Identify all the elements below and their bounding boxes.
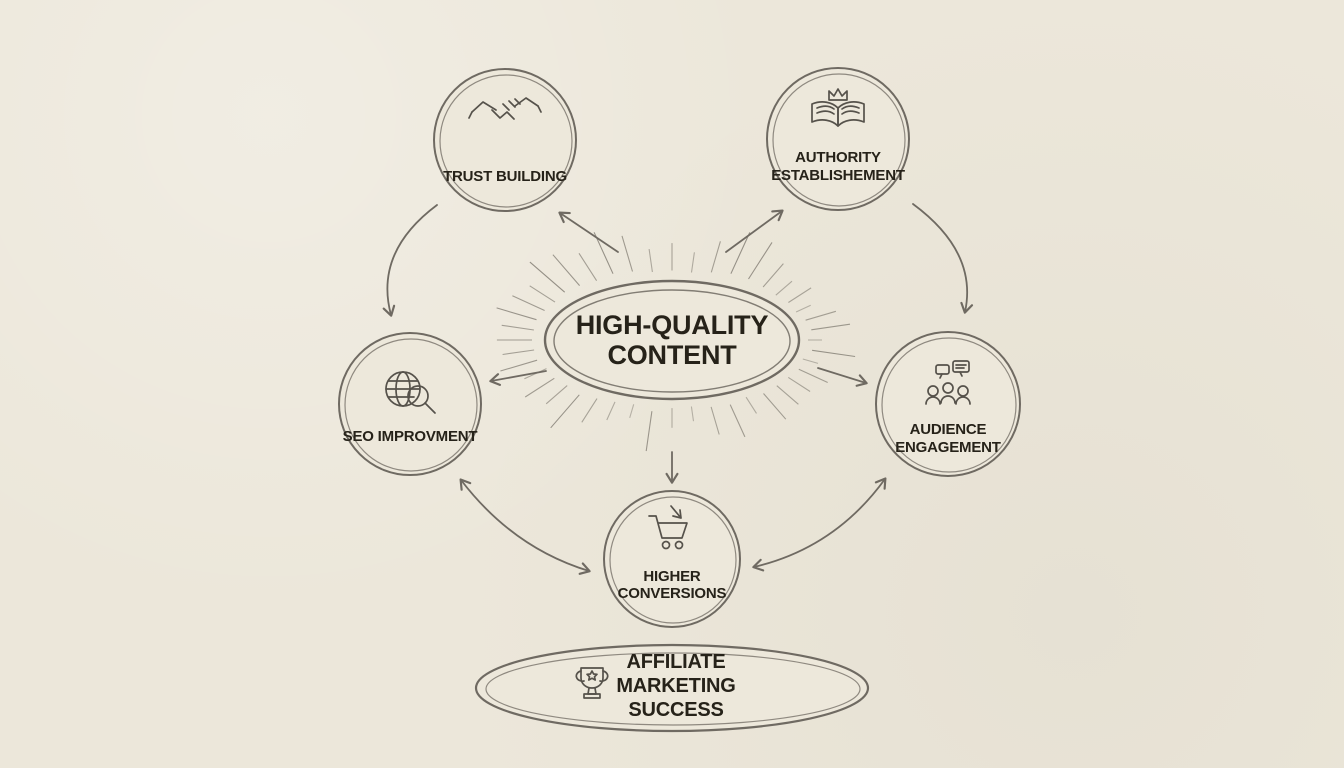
- authority-label-line1: AUTHORITY: [795, 149, 881, 166]
- conversions-label-line2: CONVERSIONS: [618, 585, 727, 602]
- node-audience-engagement: AUDIENCE ENGAGEMENT: [875, 331, 1021, 477]
- globe-magnifier-icon: [385, 371, 436, 414]
- people-chat-icon: [925, 360, 971, 405]
- center-label-line2: CONTENT: [607, 340, 737, 370]
- shopping-cart-icon: [648, 505, 688, 550]
- footer-label-line3: SUCCESS: [628, 699, 723, 721]
- arrow-trust-to-seo: [382, 204, 438, 317]
- handshake-icon: [468, 97, 542, 120]
- trust-building-label: TRUST BUILDING: [443, 168, 567, 185]
- arrow-center-to-authority: [725, 209, 784, 253]
- node-affiliate-marketing-success: AFFILIATE MARKETING SUCCESS: [474, 643, 870, 733]
- conversions-label-line1: HIGHER: [643, 568, 701, 585]
- sunburst-rays: [496, 232, 856, 452]
- footer-label-line2: MARKETING: [616, 675, 735, 697]
- connector-arrows: [382, 203, 974, 575]
- trophy-icon: [575, 667, 609, 699]
- open-book-crown-icon: [811, 88, 865, 127]
- arrow-center-to-seo: [489, 370, 547, 386]
- seo-improvement-label: SEO IMPROVMENT: [343, 428, 478, 445]
- arrow-audience-conversions: [752, 477, 887, 572]
- node-authority-establishment: AUTHORITY ESTABLISHEMENT: [766, 67, 910, 211]
- node-trust-building: TRUST BUILDING: [433, 68, 577, 212]
- audience-label-line1: AUDIENCE: [910, 421, 987, 438]
- audience-label-line2: ENGAGEMENT: [895, 439, 1001, 456]
- footer-label-line1: AFFILIATE: [627, 651, 726, 673]
- arrow-seo-conversions: [459, 478, 591, 575]
- arrow-center-to-audience: [817, 367, 868, 387]
- center-label-line1: HIGH-QUALITY: [576, 310, 769, 340]
- node-higher-conversions: HIGHER CONVERSIONS: [603, 490, 741, 628]
- node-high-quality-content: HIGH-QUALITY CONTENT: [543, 279, 801, 401]
- node-seo-improvement: SEO IMPROVMENT: [338, 332, 482, 476]
- arrow-authority-to-audience: [912, 203, 974, 314]
- authority-label-line2: ESTABLISHEMENT: [771, 167, 905, 184]
- arrow-center-to-trust: [558, 211, 619, 253]
